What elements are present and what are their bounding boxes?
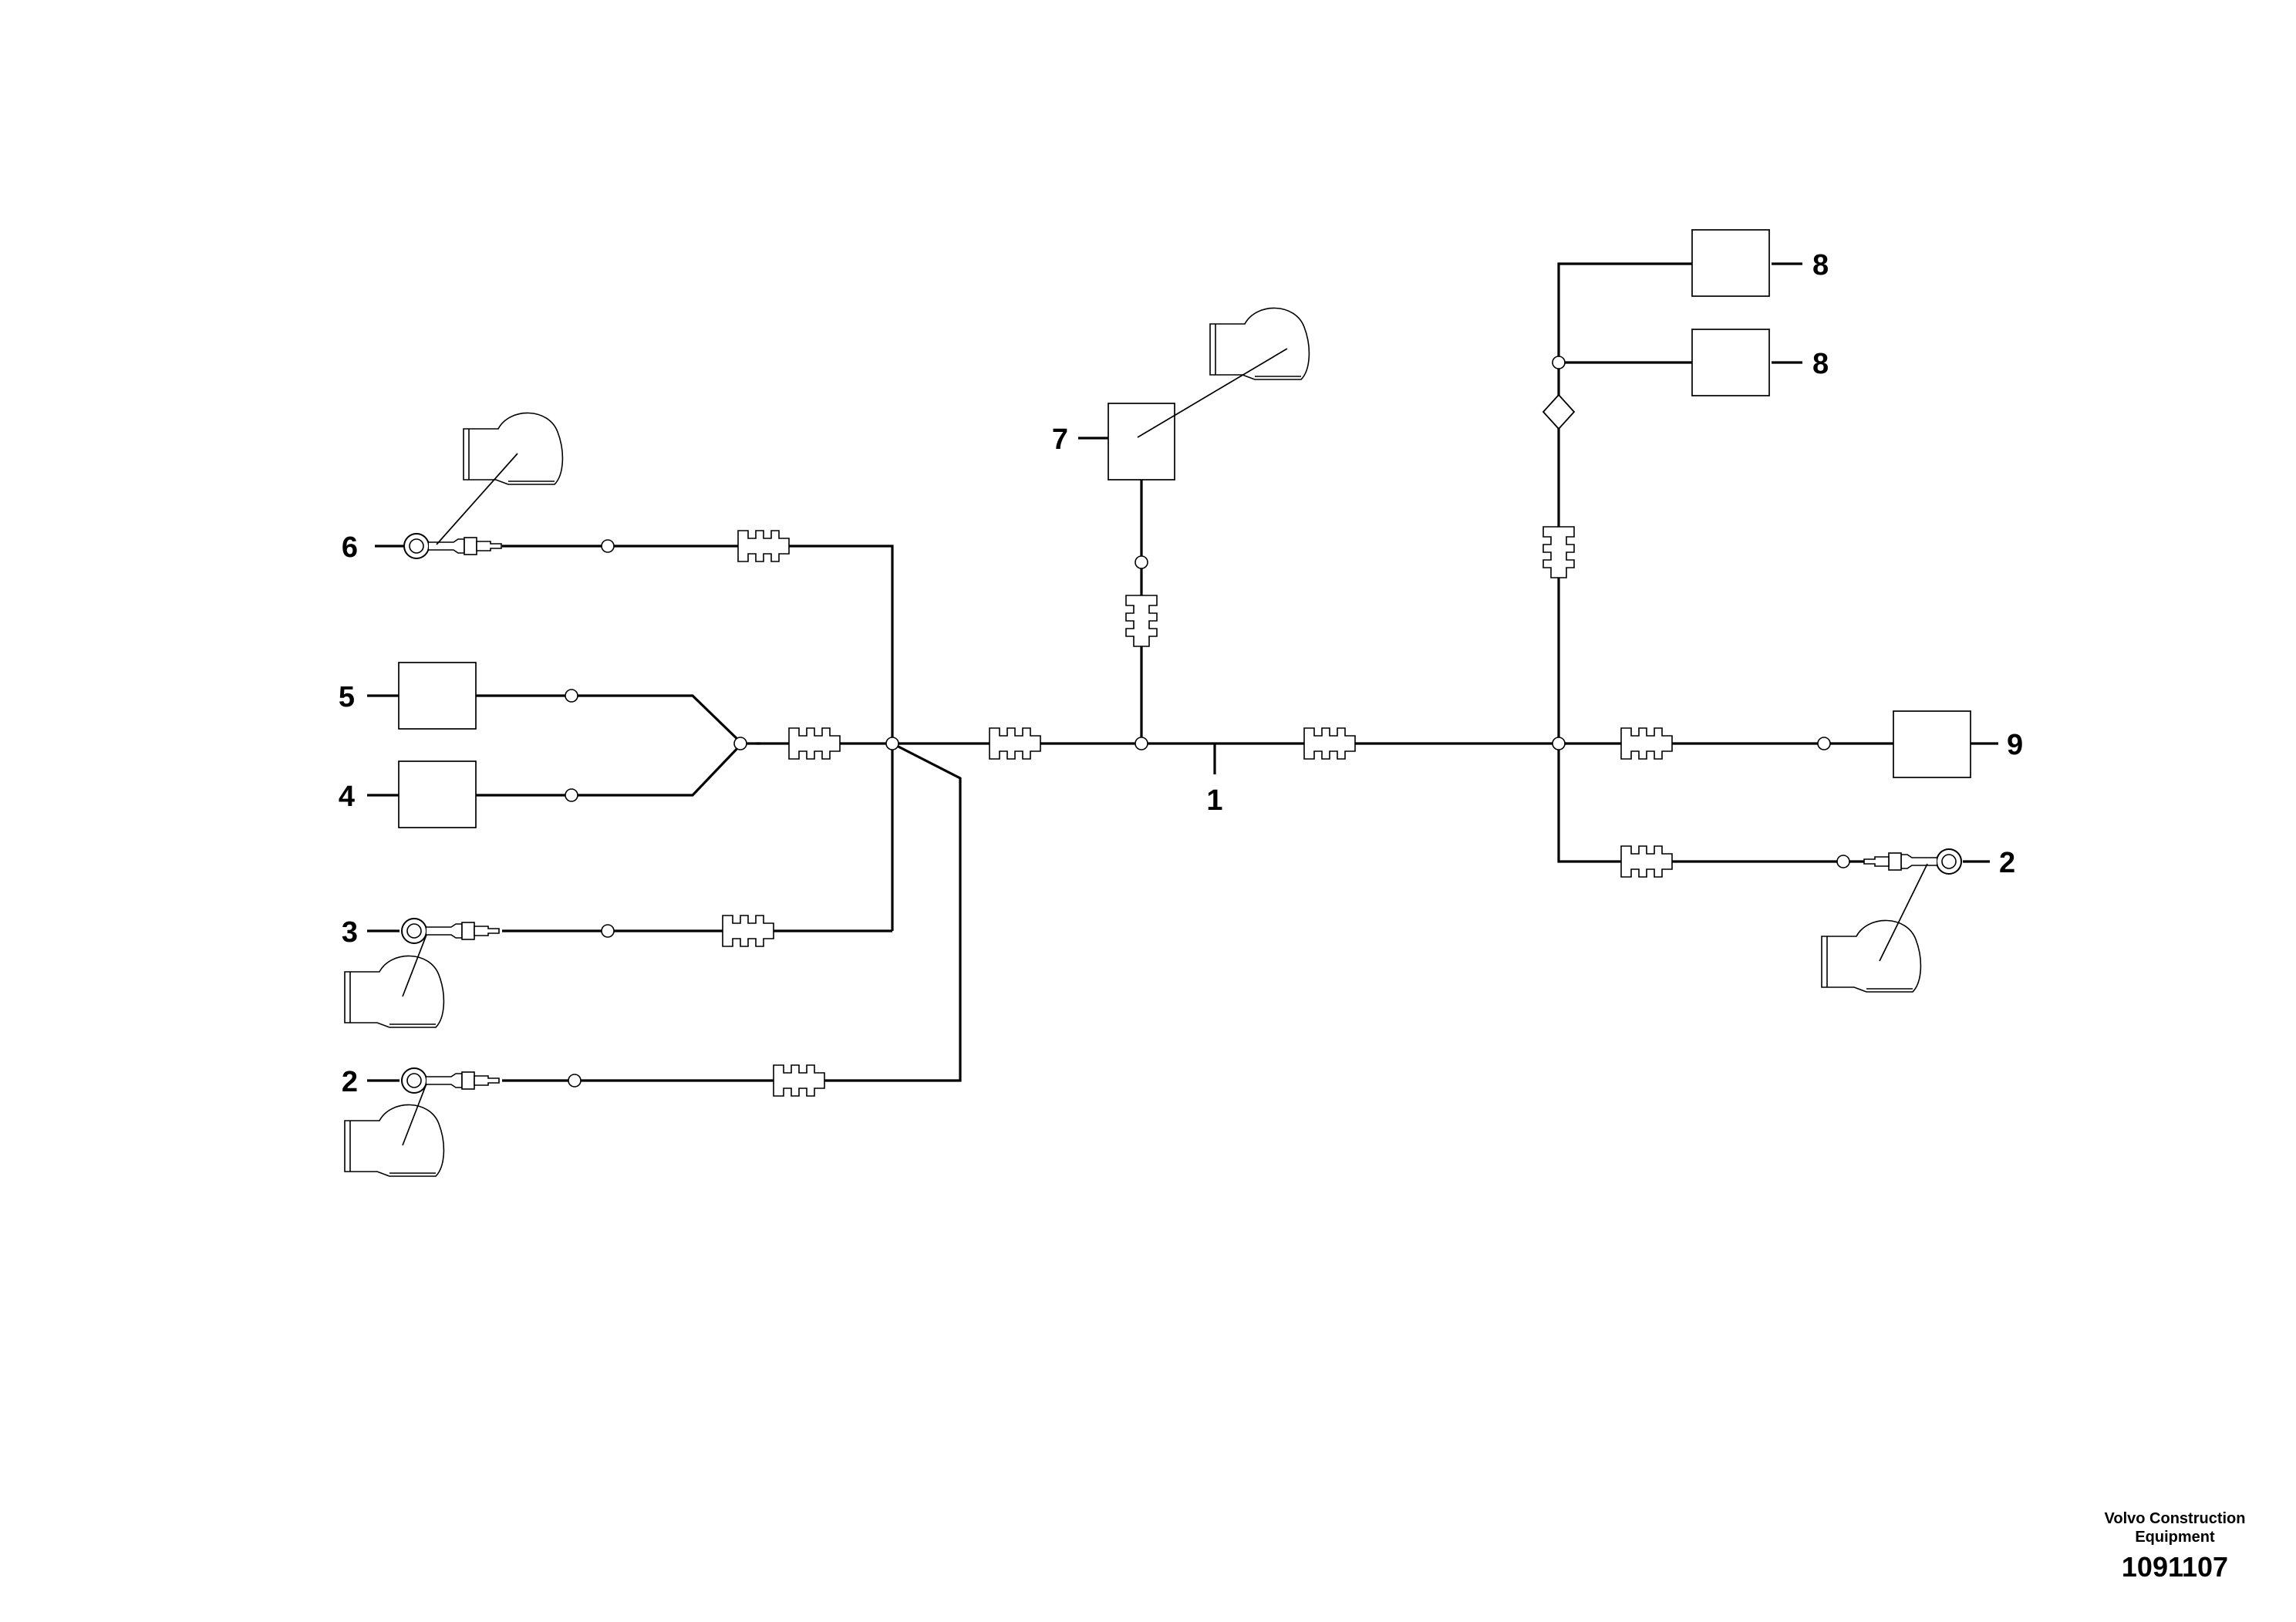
marker-icon [733,737,747,750]
clamp-icon [1620,727,1673,760]
clamp-icon [1125,595,1158,647]
clamp-icon [737,530,790,562]
callout-leaders [367,262,1998,1082]
clamp-icon [1620,845,1673,878]
cable-clamps [722,526,1673,1097]
clamp-icon [1542,526,1575,578]
branch-wire-6 [502,545,894,931]
boot-icon [1821,919,1922,993]
callout-1: 1 [1206,784,1222,817]
wire-markers [565,356,1850,1088]
connector-9-box [1893,710,1971,778]
marker-icon [1817,737,1831,750]
clamp-icon [1303,727,1356,760]
boot-icon [344,955,445,1028]
marker-icon [885,737,899,750]
protective-boots [344,307,1928,1177]
branch-wire-5 [476,694,743,745]
callout-9: 9 [2007,729,2023,761]
marker-icon [601,924,615,938]
callout-4: 4 [339,781,355,813]
ground-lug-icon [401,1067,500,1094]
drawing-number: 1091107 [2121,1551,2229,1583]
callout-2-left: 2 [342,1066,358,1098]
callout-8-lower: 8 [1812,348,1829,380]
branch-wire-2-right [1557,744,1893,863]
connector-8-lower-box [1691,329,1770,396]
marker-icon [1135,555,1148,569]
callout-7: 7 [1052,423,1068,456]
clamp-icon [773,1064,825,1097]
clamp-icon [989,727,1041,760]
marker-icon [1836,855,1850,868]
callout-5: 5 [339,681,355,713]
marker-icon [1552,737,1566,750]
harness-wires [476,262,1893,1082]
clamp-icon [788,727,841,760]
marker-icon [1552,356,1566,369]
callout-3: 3 [342,916,358,949]
connector-8-upper-box [1691,229,1770,297]
boot-icon [1209,307,1310,380]
connector-7-box [1108,403,1175,481]
connector-5-box [398,662,477,730]
marker-icon [568,1074,582,1088]
callout-2-right: 2 [1999,847,2015,879]
ground-lug-icon [403,533,502,559]
ground-lugs [401,533,1962,1094]
marker-icon [565,689,578,703]
connector-4-box [398,760,477,828]
boot-icon [463,412,564,485]
diamond-marker-icon [1542,393,1576,430]
ground-lug-icon [1863,848,1962,875]
branch-wire-8 [1557,262,1692,744]
clamp-icon [722,915,774,947]
marker-icon [601,539,615,553]
boot-icon [344,1104,445,1177]
marker-icon [1135,737,1148,750]
callout-labels: 6 5 4 3 2 7 1 8 8 9 2 [339,249,2023,1098]
connector-boxes [398,229,1971,828]
branch-wire-4 [476,742,743,797]
callout-6: 6 [342,531,358,564]
marker-icon [565,788,578,802]
ground-lug-icon [401,918,500,944]
company-name: Volvo Construction Equipment [2104,1510,2246,1546]
branch-wire-2-left [502,742,962,1082]
callout-8-upper: 8 [1812,249,1829,282]
